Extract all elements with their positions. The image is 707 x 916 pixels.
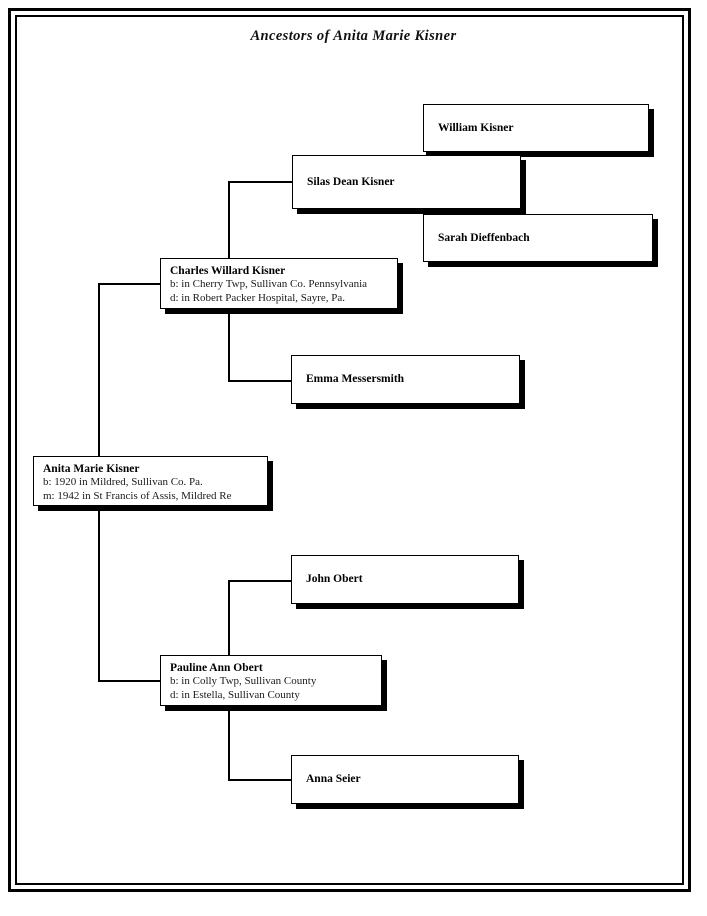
person-name-pauline-ann-obert: Pauline Ann Obert: [170, 662, 263, 674]
person-box-john-obert[interactable]: John Obert: [291, 555, 519, 604]
person-name-silas-dean-kisner: Silas Dean Kisner: [307, 175, 395, 188]
person-name-charles-willard-kisner: Charles Willard Kisner: [170, 265, 286, 277]
connector-charles-to-emma-horizontal: [228, 380, 292, 382]
person-box-william-kisner[interactable]: William Kisner: [423, 104, 649, 152]
person-box-emma-messersmith[interactable]: Emma Messersmith: [291, 355, 520, 404]
connector-anita-to-charles-horizontal: [98, 283, 161, 285]
person-marriage-anita-marie-kisner: m: 1942 in St Francis of Assis, Mildred …: [43, 490, 232, 503]
connector-charles-to-silas-horizontal: [228, 181, 293, 183]
person-box-anna-seier[interactable]: Anna Seier: [291, 755, 519, 804]
page-border-inner: [15, 15, 684, 885]
connector-pauline-to-john-horizontal: [228, 580, 292, 582]
connector-pauline-to-anna-horizontal: [228, 779, 292, 781]
person-name-sarah-dieffenbach: Sarah Dieffenbach: [438, 231, 530, 244]
chart-title: Ancestors of Anita Marie Kisner: [250, 28, 457, 44]
person-box-pauline-ann-obert[interactable]: Pauline Ann Obert b: in Colly Twp, Sulli…: [160, 655, 382, 706]
person-name-john-obert: John Obert: [306, 573, 363, 586]
person-name-anita-marie-kisner: Anita Marie Kisner: [43, 463, 140, 475]
person-death-charles-willard-kisner: d: in Robert Packer Hospital, Sayre, Pa.: [170, 292, 346, 305]
person-birth-pauline-ann-obert: b: in Colly Twp, Sullivan County: [170, 675, 317, 688]
person-box-anita-marie-kisner[interactable]: Anita Marie Kisner b: 1920 in Mildred, S…: [33, 456, 268, 506]
person-birth-anita-marie-kisner: b: 1920 in Mildred, Sullivan Co. Pa.: [43, 476, 203, 489]
person-name-emma-messersmith: Emma Messersmith: [306, 373, 405, 386]
person-box-sarah-dieffenbach[interactable]: Sarah Dieffenbach: [423, 214, 653, 262]
connector-anita-to-pauline-horizontal: [98, 680, 161, 682]
person-name-william-kisner: William Kisner: [438, 121, 514, 134]
person-box-charles-willard-kisner[interactable]: Charles Willard Kisner b: in Cherry Twp,…: [160, 258, 398, 309]
person-box-silas-dean-kisner[interactable]: Silas Dean Kisner: [292, 155, 521, 209]
person-birth-charles-willard-kisner: b: in Cherry Twp, Sullivan Co. Pennsylva…: [170, 278, 368, 291]
person-death-pauline-ann-obert: d: in Estella, Sullivan County: [170, 689, 300, 702]
person-name-anna-seier: Anna Seier: [306, 773, 361, 786]
page-border-outer: [8, 8, 691, 892]
